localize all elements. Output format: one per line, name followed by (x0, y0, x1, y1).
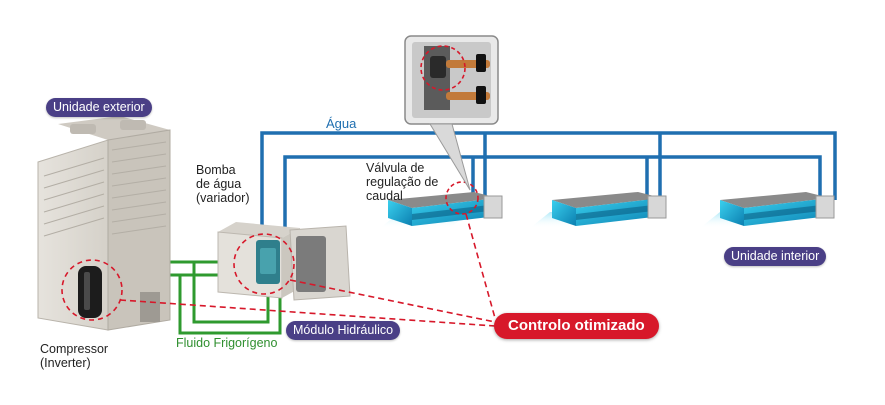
indoor-unit-label: Unidade interior (724, 247, 827, 266)
hydraulic-module-illustration (217, 222, 351, 301)
outdoor-unit-label: Unidade exterior (46, 98, 152, 117)
indoor-unit-1 (380, 181, 503, 228)
water-label: Água (326, 116, 357, 131)
optimized-control-badge: Controlo otimizado (494, 313, 659, 339)
indoor-unit-3 (700, 192, 835, 228)
control-lines (119, 213, 496, 327)
valve-label: Válvula de regulação de caudal (366, 161, 439, 203)
valve-zoom-inset (404, 35, 499, 191)
water-pipes (260, 131, 837, 228)
outdoor-unit-illustration (37, 116, 171, 331)
refrigerant-label: Fluido Frigorígeno (176, 336, 278, 350)
indoor-unit-2 (530, 192, 667, 228)
compressor-label: Compressor (Inverter) (40, 342, 109, 370)
pump-label: Bomba de água (variador) (196, 163, 250, 205)
hydraulic-module-label: Módulo Hidráulico (286, 321, 401, 340)
